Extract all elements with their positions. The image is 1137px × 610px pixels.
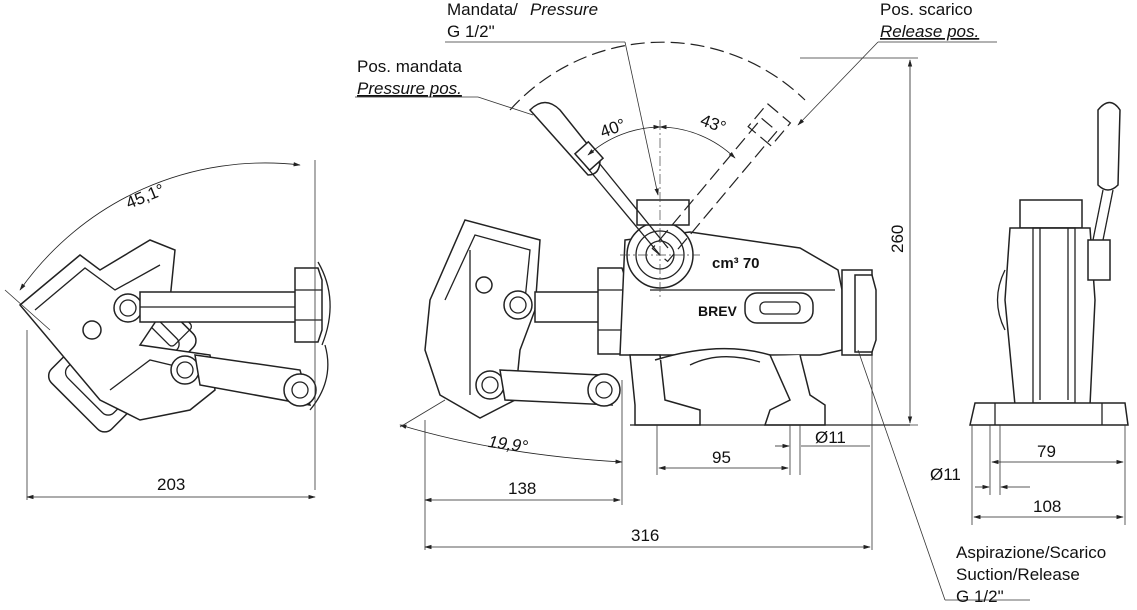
pressure-label-it: Mandata/ [447,0,518,19]
d79-label: 79 [1037,442,1056,461]
press-pos-label-en: Pressure pos. [357,79,462,98]
press-pos-label-it: Pos. mandata [357,57,462,76]
d95-label: 95 [712,448,731,467]
pressure-thread-label: G 1/2" [447,22,495,41]
d108-label: 108 [1033,497,1061,516]
d316-label: 316 [631,526,659,545]
height-label: 260 [888,225,907,253]
angle-release-label: 43° [698,110,729,137]
hole-side-label: Ø11 [930,465,961,484]
release-label-it: Pos. scarico [880,0,973,19]
left-view-tilted [4,160,331,500]
suction-label-it: Aspirazione/Scarico [956,543,1106,562]
width-left-label: 203 [157,475,185,494]
pressure-label-en: Pressure [530,0,598,19]
suction-label-en: Suction/Release [956,565,1080,584]
suction-thread-label: G 1/2" [956,587,1004,606]
hole-front-label: Ø11 [815,428,846,447]
center-view-front [355,41,1030,601]
angle-left-label: 45,1° [123,180,167,213]
displacement-label: cm³ 70 [712,255,760,272]
angle-bottom-label: 19,9° [487,432,529,456]
d138-label: 138 [508,479,536,498]
right-view-side [969,101,1129,525]
angle-pressure-label: 40° [597,115,628,142]
release-label-en: Release pos. [880,22,979,41]
brand-label: BREV [698,303,738,319]
